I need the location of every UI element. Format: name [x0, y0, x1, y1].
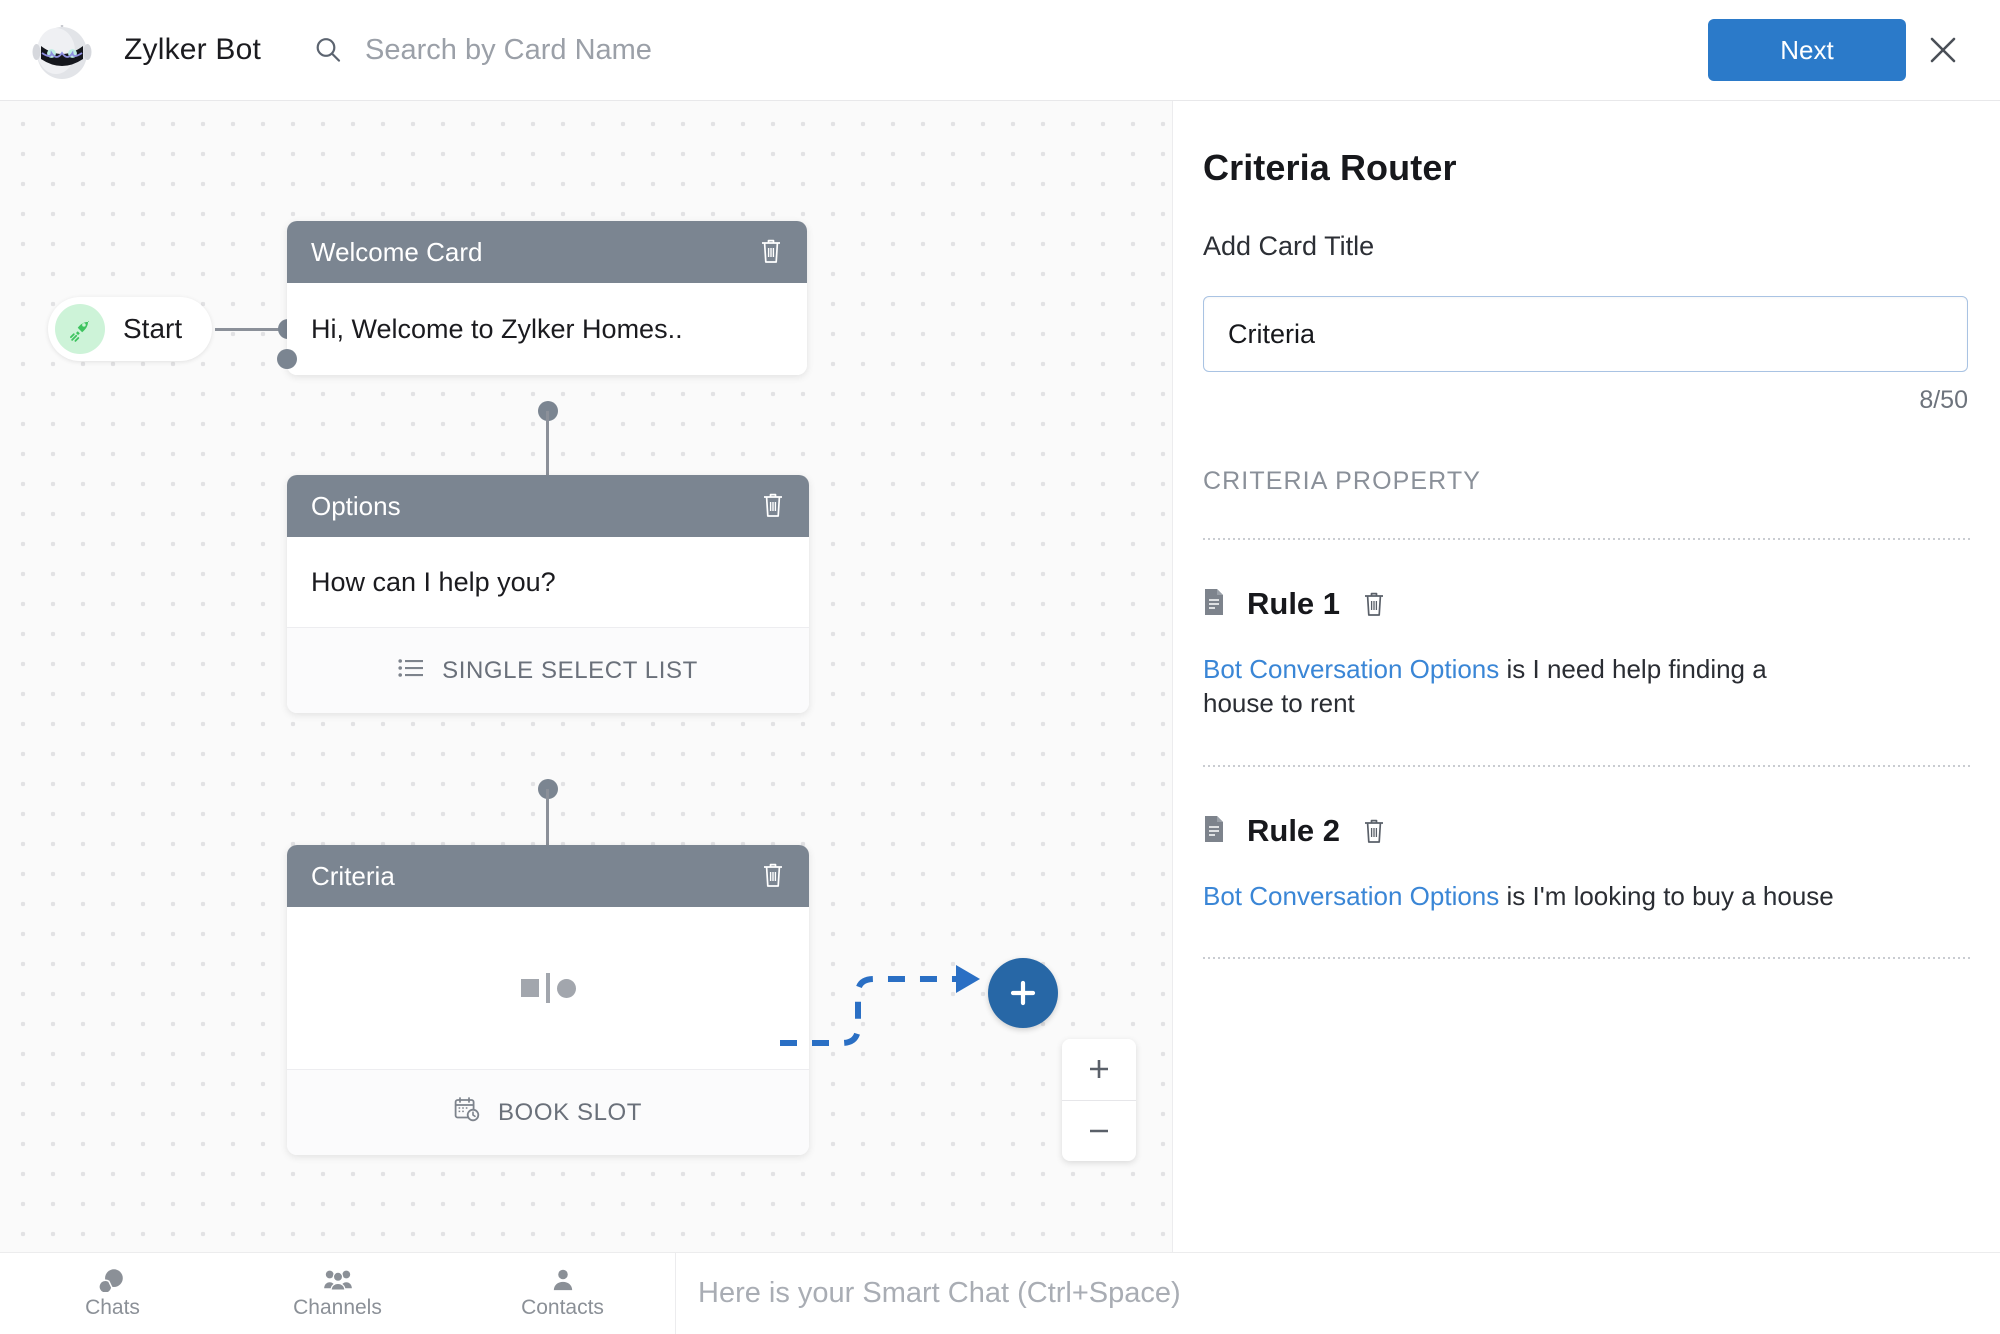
card-title: Options — [311, 490, 401, 521]
zoom-in-button[interactable] — [1062, 1039, 1136, 1100]
flow-card-welcome[interactable]: Welcome Card Hi, Welcome to Zylker Homes… — [287, 221, 807, 375]
zoom-controls — [1062, 1039, 1136, 1161]
rule-header: Rule 2 — [1203, 813, 1938, 849]
smart-chat-input[interactable] — [698, 1277, 2000, 1310]
rule-name: Rule 2 — [1247, 812, 1341, 848]
bottom-nav: Chats Channels — [0, 1253, 676, 1334]
add-card-title-label: Add Card Title — [1203, 231, 1375, 261]
calendar-clock-icon — [454, 1096, 480, 1129]
nav-item-contacts[interactable]: Contacts — [450, 1253, 675, 1334]
card-body: How can I help you? — [287, 537, 809, 627]
card-body — [287, 907, 809, 1069]
rule-header: Rule 1 — [1203, 586, 1938, 622]
bot-avatar-icon — [30, 18, 94, 82]
list-icon — [398, 657, 424, 685]
add-node-button[interactable] — [988, 958, 1058, 1028]
rule-description: Bot Conversation Options is I'm looking … — [1203, 879, 1841, 913]
rule-condition: is I need help finding a house to rent — [1203, 654, 1767, 719]
rule-condition: is I'm looking to buy a house — [1499, 880, 1834, 911]
divider — [1203, 538, 1971, 540]
criteria-property-label: CRITERIA PROPERTY — [1203, 467, 1482, 495]
divider — [1203, 956, 1971, 959]
nav-label: Channels — [293, 1295, 382, 1319]
start-connector-line — [215, 328, 287, 331]
bot-name: Zylker Bot — [124, 33, 262, 66]
chat-bubbles-icon — [98, 1268, 127, 1292]
trash-icon[interactable] — [1362, 590, 1386, 618]
flow-card-options[interactable]: Options How can I help you? — [287, 475, 809, 713]
search-area — [313, 33, 1708, 67]
trash-icon[interactable] — [761, 861, 787, 891]
rule-link[interactable]: Bot Conversation Options — [1203, 880, 1500, 911]
flow-canvas[interactable]: Start Welcome Card Hi, Welcome to Zylker… — [0, 101, 1172, 1252]
start-node[interactable]: Start — [48, 297, 213, 361]
card-footer-label: BOOK SLOT — [497, 1098, 643, 1126]
bottom-bar: Chats Channels — [0, 1252, 2000, 1334]
card-footer-book-slot[interactable]: BOOK SLOT — [287, 1069, 809, 1155]
start-label: Start — [123, 313, 183, 344]
card-title-input[interactable] — [1203, 296, 1968, 372]
rocket-icon — [55, 304, 105, 354]
rule-link[interactable]: Bot Conversation Options — [1203, 654, 1500, 684]
card-body: Hi, Welcome to Zylker Homes.. — [287, 283, 807, 375]
document-icon — [1203, 815, 1229, 847]
nav-label: Contacts — [521, 1295, 604, 1319]
group-people-icon — [323, 1268, 353, 1292]
top-bar: Zylker Bot Next — [0, 0, 2000, 101]
rule-description: Bot Conversation Options is I need help … — [1203, 652, 1841, 721]
person-icon — [552, 1268, 574, 1292]
connector-line — [546, 411, 549, 477]
criteria-router-panel: Criteria Router Add Card Title 8/50 CRIT… — [1172, 101, 2000, 1252]
document-icon — [1203, 588, 1229, 620]
divider — [1203, 764, 1971, 767]
trash-icon[interactable] — [761, 491, 787, 521]
char-count: 8/50 — [1919, 386, 1968, 414]
card-header: Criteria — [287, 845, 809, 907]
zoom-out-button[interactable] — [1062, 1099, 1136, 1162]
card-title: Welcome Card — [311, 236, 483, 267]
card-header: Welcome Card — [287, 221, 807, 283]
card-footer-single-select[interactable]: SINGLE SELECT LIST — [287, 627, 809, 713]
card-header: Options — [287, 475, 809, 537]
panel-title: Criteria Router — [1203, 147, 1457, 188]
card-input-dot — [277, 349, 297, 369]
rule-name: Rule 1 — [1247, 586, 1341, 621]
smart-chat-area[interactable] — [676, 1253, 2000, 1334]
nav-label: Chats — [85, 1295, 140, 1319]
nav-item-channels[interactable]: Channels — [225, 1253, 450, 1334]
trash-icon[interactable] — [1362, 817, 1386, 845]
card-footer-label: SINGLE SELECT LIST — [442, 656, 698, 684]
next-button[interactable]: Next — [1708, 19, 1906, 81]
dashed-connector — [780, 965, 980, 1046]
flow-card-criteria[interactable]: Criteria — [287, 845, 809, 1155]
trash-icon[interactable] — [759, 237, 785, 267]
rule-block: Rule 2 Bot Conversation Options is I'm l… — [1203, 813, 1938, 913]
search-input[interactable] — [365, 33, 1066, 67]
close-icon[interactable] — [1920, 27, 1966, 73]
rule-block: Rule 1 Bot Conversation Options is I nee… — [1203, 586, 1938, 721]
criteria-glyph-icon — [520, 973, 576, 1003]
card-title: Criteria — [311, 860, 395, 891]
nav-item-chats[interactable]: Chats — [0, 1253, 225, 1334]
connector-line — [546, 789, 549, 851]
search-icon — [313, 35, 343, 65]
